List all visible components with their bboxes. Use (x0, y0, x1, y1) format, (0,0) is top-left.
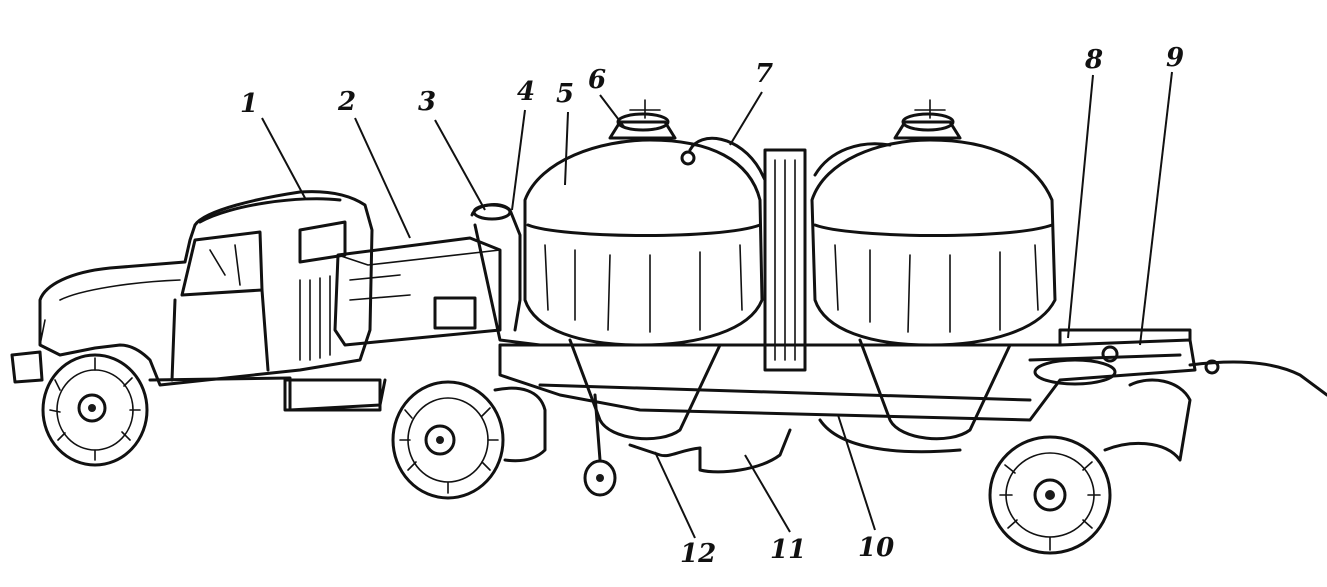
callout-7: 7 (755, 59, 773, 89)
callout-labels: 1 2 3 4 5 6 7 8 9 10 11 12 (240, 43, 1184, 569)
filter-column (470, 203, 542, 347)
tractor-unit (10, 190, 547, 500)
leader-3 (434, 119, 486, 211)
leader-9 (1139, 71, 1173, 346)
leader-lines (261, 71, 1173, 539)
leader-6 (599, 94, 626, 129)
center-manifold (680, 136, 892, 372)
callout-9: 9 (1166, 43, 1184, 73)
leader-10 (837, 414, 876, 531)
leader-2 (354, 117, 411, 239)
lower-pipes (628, 418, 962, 474)
callout-8: 8 (1084, 45, 1103, 75)
callout-4: 4 (517, 77, 535, 107)
callout-12: 12 (680, 539, 716, 569)
front-wheel (41, 353, 149, 467)
tractor-rear-wheel (391, 380, 547, 500)
trailer-rear-wheel (988, 378, 1192, 555)
trailer-frame (498, 328, 1327, 422)
leader-5 (564, 111, 569, 186)
leader-12 (654, 451, 696, 539)
leader-7 (729, 91, 763, 146)
callout-1: 1 (240, 89, 258, 119)
tank-left (523, 99, 764, 441)
callout-5: 5 (556, 79, 574, 109)
callout-10: 10 (858, 533, 894, 563)
compressor-unit (333, 236, 502, 347)
tank-right (810, 99, 1057, 441)
callout-6: 6 (588, 65, 606, 95)
callout-2: 2 (337, 87, 356, 117)
leader-11 (744, 454, 791, 533)
front-bumper (10, 350, 44, 384)
tractor-hood (38, 190, 374, 387)
callout-3: 3 (418, 87, 436, 117)
leader-8 (1067, 74, 1094, 339)
callout-11: 11 (770, 535, 806, 565)
cab-window (180, 230, 264, 297)
leader-4 (511, 109, 526, 211)
leader-1 (261, 117, 306, 199)
support-wheel (583, 393, 617, 497)
